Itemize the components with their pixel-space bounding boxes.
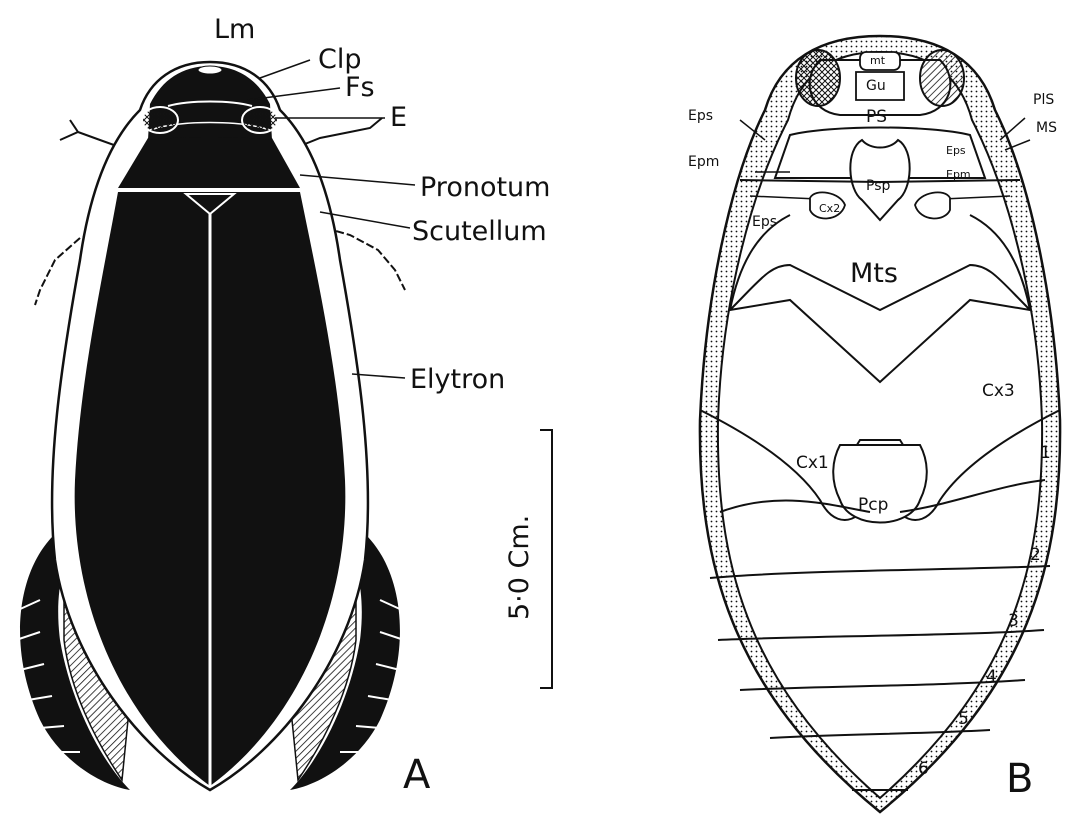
label-ms: MS xyxy=(1036,120,1057,136)
label-psp: Psp xyxy=(866,178,890,194)
label-cx2: Cx2 xyxy=(819,202,840,215)
label-cx3: Cx3 xyxy=(982,381,1015,401)
label-epm-left: Epm xyxy=(688,154,719,170)
label-eps-right: Eps xyxy=(946,144,966,157)
label-mts: Mts xyxy=(850,258,898,289)
scale-bar xyxy=(540,430,552,688)
label-pls: PlS xyxy=(1033,92,1054,108)
labrum xyxy=(198,66,222,74)
label-e: E xyxy=(390,102,407,133)
panel-a-beetle-dorsal: Lm Clp Fs E Pronotum Scutellum Elytron 5… xyxy=(16,14,552,798)
segment-label-6: 6 xyxy=(918,759,929,779)
segment-label-3: 3 xyxy=(1008,611,1019,631)
right-eye xyxy=(242,107,278,133)
label-scutellum: Scutellum xyxy=(412,216,547,247)
segment-label-5: 5 xyxy=(958,709,969,729)
panel-a-letter: A xyxy=(403,752,431,798)
ventral-right-eye xyxy=(920,50,964,106)
label-pronotum: Pronotum xyxy=(420,172,550,203)
segment-label-1: 1 xyxy=(1040,443,1051,463)
label-cx1: Cx1 xyxy=(796,453,829,473)
left-eye xyxy=(142,107,178,133)
panel-b-beetle-ventral: mt Gu PS PlS MS Eps Epm Eps Epm Psp Cx2 … xyxy=(688,36,1060,812)
ventral-left-eye xyxy=(796,50,840,106)
label-elytron: Elytron xyxy=(410,364,505,395)
scale-bar-label: 5·0 Cm. xyxy=(504,515,535,620)
label-pcp: Pcp xyxy=(858,495,888,515)
label-eps-left: Eps xyxy=(752,214,777,230)
label-clp: Clp xyxy=(318,44,362,75)
panel-b-letter: B xyxy=(1006,756,1033,802)
segment-label-2: 2 xyxy=(1030,545,1041,565)
label-fs: Fs xyxy=(345,72,375,103)
label-ps: PS xyxy=(866,107,887,127)
label-lm: Lm xyxy=(214,14,255,45)
label-gu: Gu xyxy=(866,78,886,94)
label-mt: mt xyxy=(870,54,886,67)
segment-label-4: 4 xyxy=(986,667,997,687)
label-eps-top: Eps xyxy=(688,108,713,124)
label-epm-right: Epm xyxy=(946,168,971,181)
